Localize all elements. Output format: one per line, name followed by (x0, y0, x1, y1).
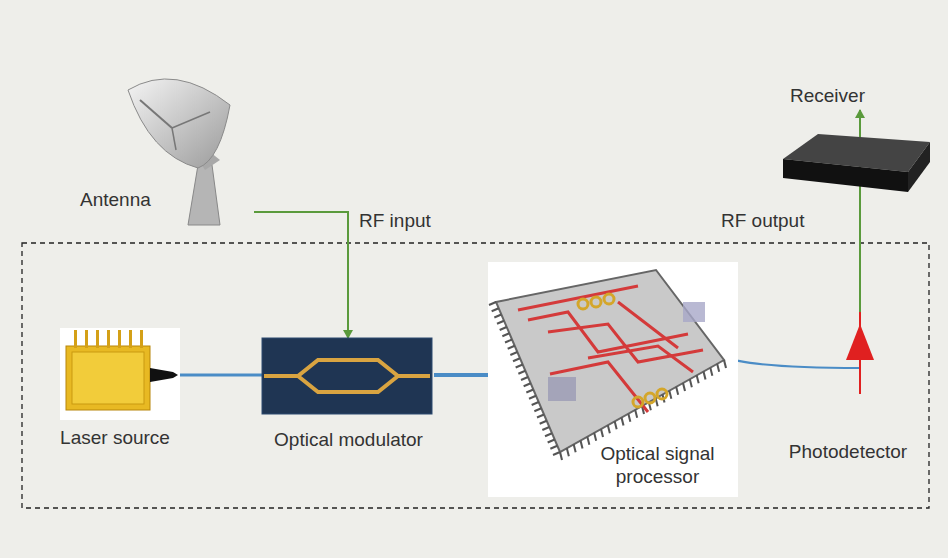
laser-source: Laser source (28, 328, 202, 452)
optical-fiber (722, 356, 860, 368)
component-label: Optical modulator (250, 428, 447, 451)
component-label: Antenna (80, 188, 254, 211)
component-label: Photodetector (762, 440, 934, 463)
optical-fiber (434, 373, 488, 377)
antenna-dish: Antenna (80, 70, 254, 230)
component-label: Receiver (790, 84, 938, 107)
receiver-box: Receiver (778, 84, 938, 194)
optical-modulator: Optical modulator (250, 336, 447, 453)
rf-signal-line (254, 212, 348, 338)
optical-fiber (174, 374, 262, 377)
system-boundary (22, 243, 929, 508)
photodetector: Photodetector (762, 312, 934, 465)
component-label: Optical signal processor (580, 442, 735, 488)
signal-label: RF output (718, 210, 807, 232)
component-label: Laser source (28, 426, 202, 449)
optical-signal-processor: Optical signal processor (488, 262, 738, 497)
signal-label: RF input (356, 210, 434, 232)
